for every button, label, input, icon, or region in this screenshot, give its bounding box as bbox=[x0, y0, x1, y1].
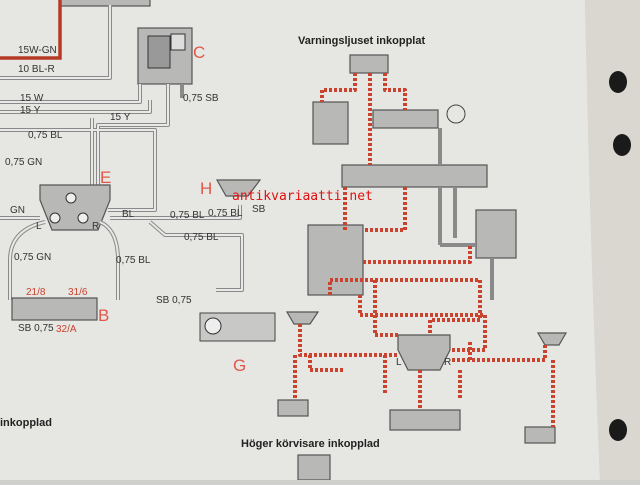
hazard-relay bbox=[307, 224, 364, 296]
lamp-bottom bbox=[297, 454, 331, 481]
wire-label: 0,75 BL bbox=[170, 210, 205, 221]
flasher-relay bbox=[475, 209, 517, 259]
wire-label: SB bbox=[252, 204, 266, 215]
indicator-b bbox=[11, 297, 98, 321]
terminal-number: 21/8 bbox=[26, 287, 46, 298]
component-letter-c: C bbox=[193, 43, 205, 62]
front-lamp-right bbox=[536, 332, 568, 346]
wire-label: 0,75 SB bbox=[183, 93, 219, 104]
binder-hole bbox=[613, 134, 631, 156]
wire-label: 0,75 GN bbox=[5, 157, 42, 168]
red-wire-top bbox=[0, 0, 62, 60]
fuse-box bbox=[341, 164, 488, 188]
wire-label: 15 Y bbox=[20, 105, 41, 116]
wire-label: 0,75 BL bbox=[116, 255, 151, 266]
caption-hoger-korvisare: Höger körvisare inkopplad bbox=[241, 438, 380, 450]
wire-label: BL bbox=[122, 209, 135, 220]
lamp-h bbox=[215, 179, 262, 197]
wire-label: SB 0,75 bbox=[18, 323, 54, 334]
page-edge bbox=[585, 0, 640, 480]
wires-right bbox=[438, 128, 494, 300]
binder-hole bbox=[609, 419, 627, 441]
wire-label: 0,75 BL bbox=[208, 208, 243, 219]
terminal-number: 31/6 bbox=[68, 287, 88, 298]
gauge-icon bbox=[446, 104, 466, 124]
terminal-r: R bbox=[92, 221, 99, 232]
title-varningsljuset: Varningsljuset inkopplat bbox=[298, 35, 425, 47]
battery bbox=[312, 101, 349, 145]
terminal-l: L bbox=[36, 221, 42, 232]
component-letter-e: E bbox=[100, 168, 111, 187]
wire-label: 0,75 BL bbox=[184, 232, 219, 243]
terminal-l: L bbox=[396, 357, 402, 368]
wire-label: 15 W bbox=[20, 93, 44, 104]
watermark: antikvariaatti.net bbox=[232, 189, 373, 204]
indicator-lamp-panel bbox=[389, 409, 461, 431]
binder-hole bbox=[609, 71, 627, 93]
rear-lamp-left bbox=[277, 399, 309, 417]
active-wires bbox=[293, 73, 555, 427]
turn-signal-switch bbox=[397, 334, 451, 371]
hazard-switch bbox=[349, 54, 389, 74]
ignition-switch bbox=[372, 109, 439, 129]
component-letter-h: H bbox=[200, 179, 212, 198]
connector-top bbox=[59, 0, 151, 7]
terminal-number: 32/A bbox=[56, 324, 77, 335]
wire-label: 10 BL-R bbox=[18, 64, 55, 75]
wire-label: 15W-GN bbox=[18, 45, 57, 56]
caption-left: inkopplad bbox=[0, 417, 52, 429]
rear-lamp-right bbox=[524, 426, 556, 444]
wire-label: SB 0,75 bbox=[156, 295, 192, 306]
wire-label: 0,75 GN bbox=[14, 252, 51, 263]
wire-label: 0,75 BL bbox=[28, 130, 63, 141]
wire-label: GN bbox=[10, 205, 25, 216]
component-letter-g: G bbox=[233, 356, 246, 375]
component-letter-b: B bbox=[98, 306, 109, 325]
page-paper bbox=[0, 0, 600, 480]
front-lamp-left bbox=[285, 311, 320, 325]
wire-label: 15 Y bbox=[110, 112, 131, 123]
terminal-r: R bbox=[444, 357, 451, 368]
